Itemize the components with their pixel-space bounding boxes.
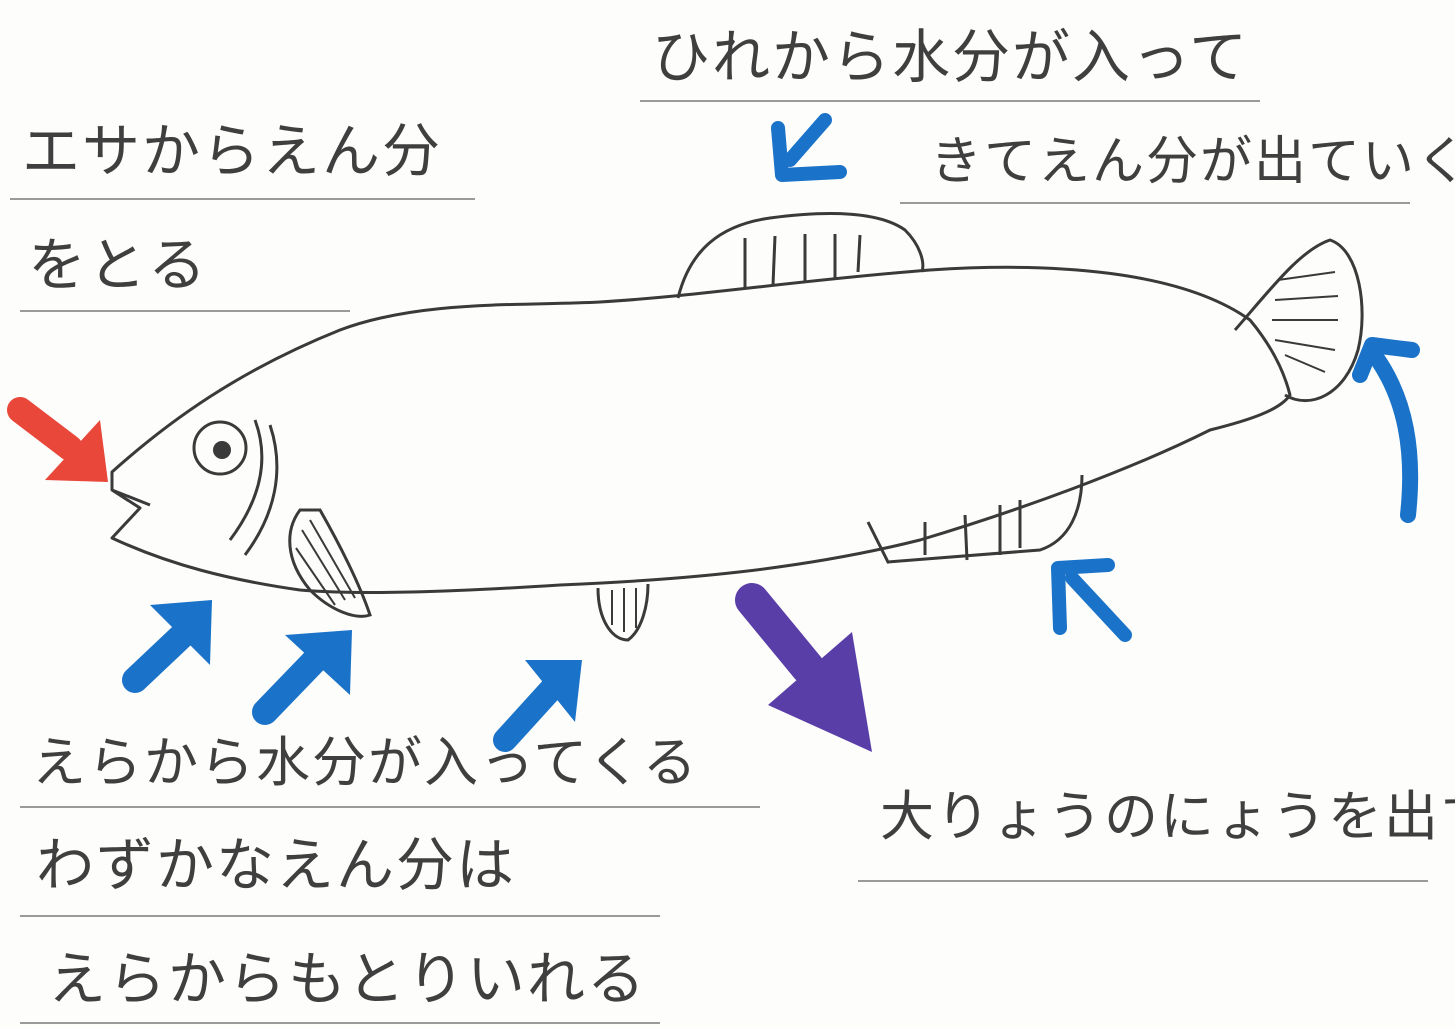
water-arrow-tail bbox=[1352, 337, 1420, 523]
label-gill-water-line1: えらから水分が入ってくる bbox=[32, 731, 699, 794]
fish-pupil bbox=[213, 441, 231, 459]
fish-body bbox=[110, 265, 1292, 594]
pectoral-fin bbox=[288, 508, 372, 618]
food-arrow bbox=[7, 397, 108, 482]
gill-line bbox=[228, 419, 264, 541]
anal-fin-rays bbox=[923, 500, 1022, 561]
water-arrow-dorsal bbox=[771, 113, 847, 182]
fish-mouth bbox=[111, 488, 151, 507]
water-arrow-gill-1 bbox=[122, 600, 212, 693]
label-fin-water-line2: きてえん分が出ていく bbox=[930, 132, 1455, 192]
rule-line bbox=[900, 202, 1410, 204]
label-food-salt-line2: をとる bbox=[28, 231, 209, 299]
pelvic-fin bbox=[596, 583, 650, 642]
label-fin-water-line1: ひれから水分が入って bbox=[652, 23, 1250, 91]
pectoral-fin-rays bbox=[295, 519, 356, 606]
dorsal-fin-rays bbox=[743, 234, 862, 288]
dorsal-fin bbox=[676, 212, 925, 299]
tail-fin bbox=[1233, 238, 1364, 403]
gill-line bbox=[243, 424, 279, 556]
tail-fin-rays bbox=[1272, 271, 1339, 373]
rule-line bbox=[640, 100, 1260, 102]
rule-line bbox=[10, 198, 475, 200]
water-arrow-gill-2 bbox=[252, 630, 352, 725]
water-arrow-anal bbox=[1051, 558, 1132, 642]
label-food-salt-line1: エサからえん分 bbox=[22, 117, 443, 185]
rule-line bbox=[20, 915, 660, 917]
fish-eye bbox=[192, 420, 248, 476]
rule-line bbox=[20, 806, 760, 808]
water-arrow-gill-3 bbox=[493, 660, 582, 752]
anal-fin bbox=[866, 474, 1084, 564]
rule-line bbox=[20, 310, 350, 312]
rule-line bbox=[858, 880, 1428, 882]
pelvic-fin-rays bbox=[611, 588, 637, 632]
rule-line bbox=[20, 1022, 660, 1024]
label-urine: 大りょうのにょうを出す bbox=[880, 785, 1455, 848]
urine-arrow bbox=[735, 583, 872, 752]
label-gill-salt-line3: えらからもとりいれる bbox=[48, 945, 647, 1013]
label-gill-salt-line2: わずかなえん分は bbox=[36, 831, 517, 899]
